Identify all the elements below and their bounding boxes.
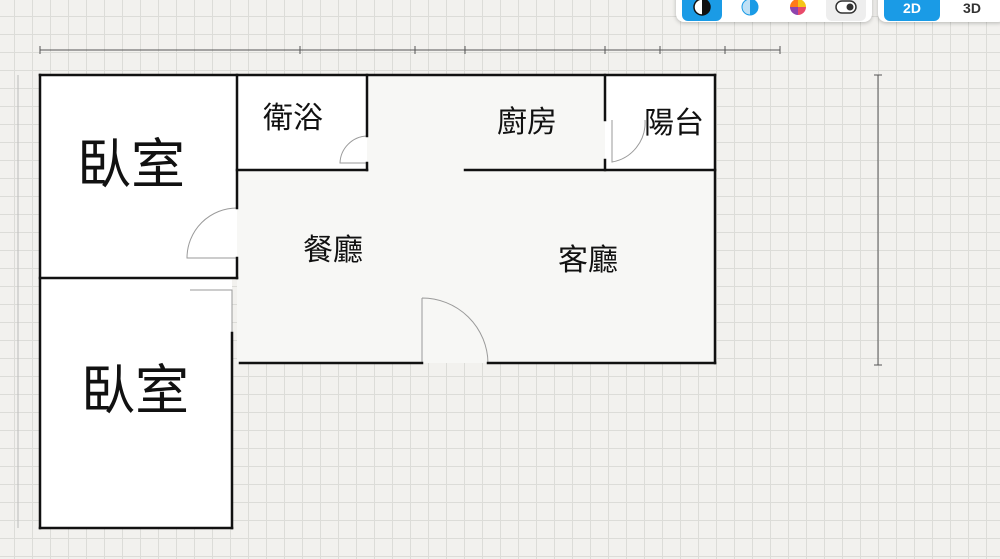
room-label-kitchen: 廚房	[497, 105, 557, 140]
toggle-tool-button[interactable]	[826, 0, 866, 21]
dimension-lines	[17, 46, 882, 528]
main-entrance-door[interactable]	[421, 297, 489, 364]
toggle-icon	[835, 0, 857, 14]
contrast-tool-button[interactable]	[682, 0, 722, 21]
bathroom-door[interactable]	[339, 135, 368, 164]
contrast-icon	[693, 0, 711, 16]
bedroom-top-door[interactable]	[186, 207, 238, 259]
room-labels: 臥室 臥室 衛浴 廚房 陽台 餐廳 客廳	[77, 101, 704, 422]
color-wheel-icon	[790, 0, 806, 15]
bathroom-floor[interactable]	[237, 75, 367, 170]
bedroom-top-floor[interactable]	[40, 75, 237, 278]
balcony-floor[interactable]	[605, 75, 715, 170]
view-toolbar: 2D 3D	[878, 0, 1000, 22]
room-label-balcony: 陽台	[644, 106, 704, 141]
room-label-living: 客廳	[558, 243, 618, 278]
room-label-bedroom-bottom: 臥室	[81, 359, 189, 422]
shade-tool-button[interactable]	[730, 0, 770, 21]
doors	[186, 119, 646, 364]
balcony-door[interactable]	[611, 119, 646, 163]
room-label-bedroom-top: 臥室	[77, 133, 185, 196]
view-3d-button[interactable]: 3D	[963, 0, 981, 16]
color-tool-button[interactable]	[778, 0, 818, 21]
bedroom-bottom-floor[interactable]	[40, 278, 232, 528]
display-toolbar	[676, 0, 872, 22]
room-fills	[40, 75, 715, 528]
room-label-dining: 餐廳	[303, 233, 363, 268]
walls	[38, 73, 717, 530]
bedroom-bottom-door[interactable]	[190, 289, 233, 333]
half-circle-icon	[741, 0, 759, 16]
room-label-bathroom: 衛浴	[263, 101, 323, 136]
view-2d-button[interactable]: 2D	[884, 0, 940, 21]
